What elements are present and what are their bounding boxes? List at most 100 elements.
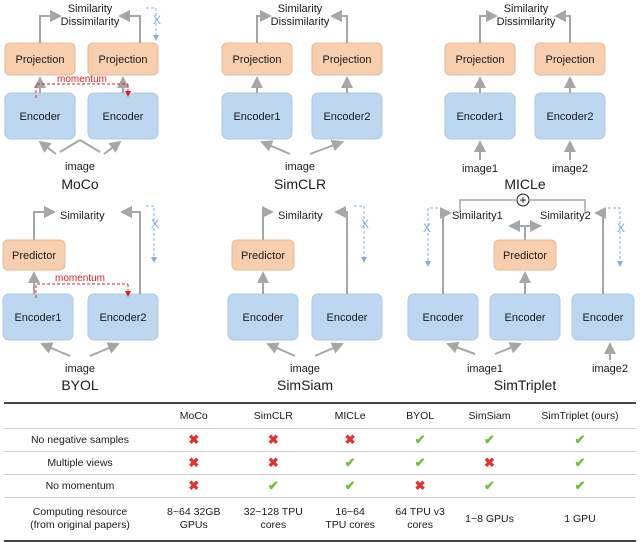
table-cell-mark: ✖: [156, 474, 232, 498]
simtriplet-image1-label: image1: [467, 363, 503, 375]
simsiam-stopgrad-icon: X: [361, 217, 369, 231]
micle-title: MICLe: [504, 176, 545, 192]
check-icon: ✔: [344, 478, 356, 493]
check-icon: ✔: [574, 432, 586, 447]
cross-icon: ✖: [188, 478, 200, 493]
simtriplet-similarity2-label: Similarity2: [540, 210, 591, 222]
table-cell-mark: ✖: [385, 474, 456, 498]
simsiam-image-label: image: [290, 363, 320, 375]
simtriplet-image1-arrow-2: [494, 342, 522, 355]
table-cell-mark: ✔: [523, 428, 636, 452]
table-cell-mark: ✖: [156, 428, 232, 452]
simtriplet-predictor-label: Predictor: [503, 250, 547, 262]
byol-arrow-enc2-sim: [120, 206, 141, 294]
simtriplet-stopgrad-icon-left: X: [423, 221, 431, 235]
simtriplet-combine-line-right: [529, 199, 586, 213]
micle-panel: Similarity Dissimilarity Projection Proj…: [444, 3, 606, 192]
simclr-encoder-2-label: Encoder2: [323, 111, 370, 123]
resource-label-line1: Computing resource: [32, 506, 128, 518]
micle-arrow-proj1-sim: [479, 10, 498, 43]
simclr-title: SimCLR: [274, 176, 326, 192]
resource-line: 64 TPU v3: [395, 506, 445, 518]
simtriplet-arrow-pred-sim1: [508, 220, 526, 240]
table-cell-mark: ✖: [231, 451, 316, 475]
byol-predictor-label: Predictor: [12, 250, 56, 262]
cross-icon: ✖: [267, 432, 279, 447]
simtriplet-title: SimTriplet: [494, 377, 557, 393]
row-label: No momentum: [4, 474, 156, 498]
check-icon: ✔: [574, 478, 586, 493]
table-header-cell: BYOL: [385, 403, 456, 429]
simsiam-arrow-pred-sim: [262, 206, 274, 240]
byol-encoder-1-label: Encoder1: [14, 312, 61, 324]
cross-icon: ✖: [344, 432, 356, 447]
simtriplet-similarity1-label: Similarity1: [452, 210, 503, 222]
check-icon: ✔: [267, 478, 279, 493]
resource-cell: 1~8 GPUs: [455, 497, 524, 542]
table-header-cell: SimCLR: [231, 403, 316, 429]
check-icon: ✔: [414, 432, 426, 447]
simtriplet-plus-icon: +: [519, 193, 526, 207]
table-cell-mark: ✔: [385, 428, 456, 452]
micle-image1-label: image1: [462, 163, 498, 175]
table-row-resources: Computing resource(from original papers)…: [4, 497, 636, 542]
moco-image-line-1: [59, 139, 81, 153]
cross-icon: ✖: [188, 432, 200, 447]
table-row: No momentum ✖ ✔ ✔ ✖ ✔ ✔: [4, 474, 636, 498]
byol-image-label: image: [65, 363, 95, 375]
micle-encoder-2-label: Encoder2: [546, 111, 593, 123]
check-icon: ✔: [484, 478, 495, 493]
check-icon: ✔: [414, 455, 426, 470]
check-icon: ✔: [574, 455, 586, 470]
table-row: No negative samples ✖ ✖ ✖ ✔ ✔ ✔: [4, 428, 636, 452]
table-cell-mark: ✔: [523, 451, 636, 475]
table-header-row: MoCo SimCLR MICLe BYOL SimSiam SimTriple…: [4, 403, 636, 429]
table-cell-mark: ✖: [455, 451, 524, 475]
table-cell-mark: ✔: [385, 451, 456, 475]
resource-line: 16~64: [335, 506, 365, 518]
table-header-cell: SimSiam: [455, 403, 524, 429]
cross-icon: ✖: [267, 455, 279, 470]
moco-image-label: image: [65, 161, 95, 173]
table-header-cell: [4, 403, 156, 429]
simtriplet-combine-line-left: [459, 199, 517, 213]
simsiam-encoder-1-label: Encoder: [243, 312, 284, 324]
simtriplet-encoder-2-label: Encoder: [505, 312, 546, 324]
simtriplet-arrow-enc3-sim2: [594, 207, 606, 294]
moco-similarity-label: Similarity: [68, 3, 113, 15]
moco-projection-1-label: Projection: [16, 54, 65, 66]
resource-line: 8~64 32GB: [167, 506, 221, 518]
simtriplet-image1-arrow-1: [446, 341, 476, 355]
micle-arrow-proj2-sim: [554, 10, 571, 43]
simclr-projection-1-label: Projection: [233, 54, 282, 66]
simtriplet-arrow-pred-sim2: [524, 220, 542, 240]
table-cell-mark: ✔: [315, 451, 386, 475]
simtriplet-image2-label: image2: [592, 363, 628, 375]
check-icon: ✔: [484, 432, 495, 447]
byol-encoder-2: [87, 293, 159, 341]
resource-line: cores: [407, 519, 433, 531]
diagram-panels: Similarity Dissimilarity Projection Proj…: [2, 3, 635, 393]
cross-icon: ✖: [484, 455, 495, 470]
simsiam-panel: Similarity Predictor Encoder Encoder X i…: [227, 205, 383, 393]
simclr-arrow-proj2-sim: [330, 10, 348, 43]
moco-momentum-line: [35, 83, 128, 98]
table-cell-mark: ✔: [315, 474, 386, 498]
simsiam-encoder-2-label: Encoder: [327, 312, 368, 324]
moco-image-arrow-2: [103, 140, 122, 155]
resource-line: 1 GPU: [564, 512, 596, 525]
micle-projection-2-label: Projection: [546, 54, 595, 66]
resource-line: 32~128 TPU: [243, 506, 303, 518]
simclr-image-label: image: [285, 161, 315, 173]
simsiam-similarity-label: Similarity: [278, 210, 323, 222]
moco-encoder-2-label: Encoder: [103, 111, 144, 123]
table-header-cell: MICLe: [315, 403, 386, 429]
resource-line: cores: [260, 519, 287, 531]
byol-panel: Similarity Predictor Encoder1 Encoder2 m…: [2, 205, 159, 393]
moco-dissimilarity-label: Dissimilarity: [61, 16, 120, 28]
moco-panel: Similarity Dissimilarity Projection Proj…: [4, 3, 161, 192]
